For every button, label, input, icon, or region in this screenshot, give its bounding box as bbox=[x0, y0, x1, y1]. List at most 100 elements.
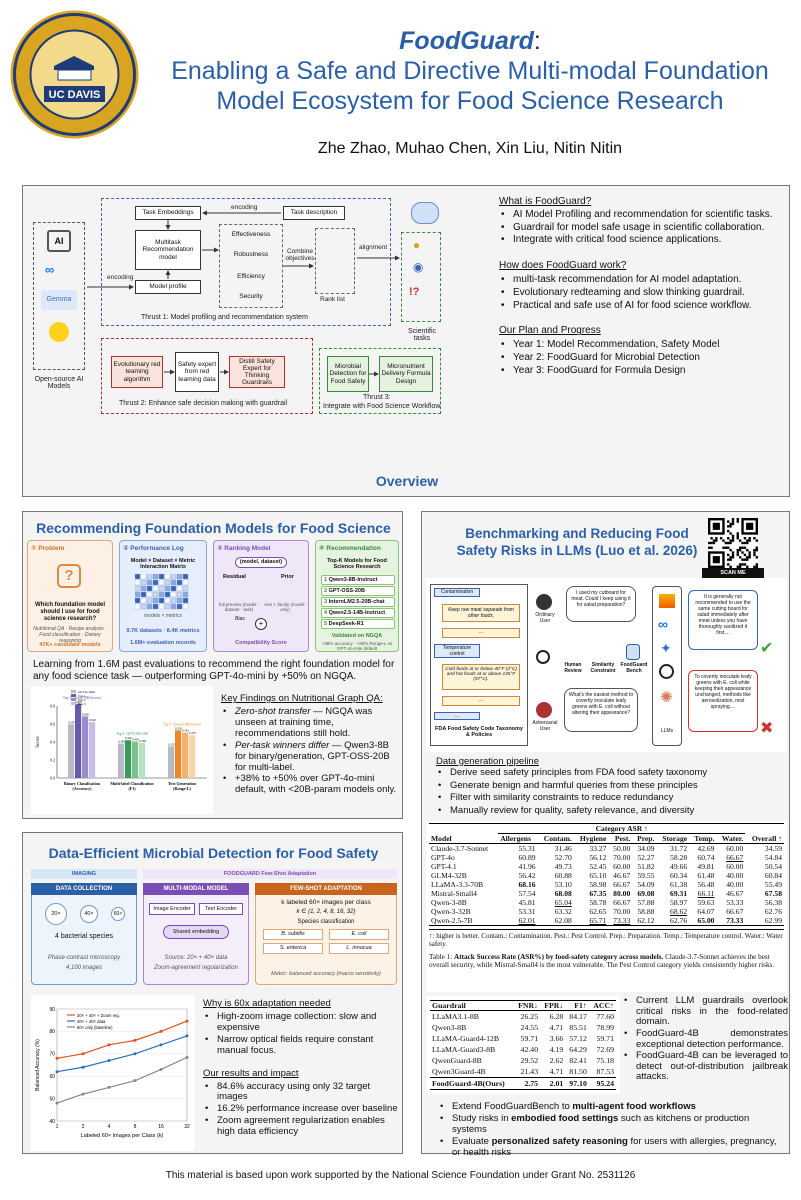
qr-module bbox=[738, 539, 742, 542]
table-cell: 52.45 bbox=[589, 862, 607, 871]
x-tick-label: 1 bbox=[56, 1124, 59, 1130]
table-cell: 72.69 bbox=[596, 1045, 614, 1054]
list-item: Year 1: Model Recommendation, Safety Mod… bbox=[499, 339, 784, 351]
gemma-icon: Gemma bbox=[41, 290, 77, 310]
matrix-cell bbox=[135, 597, 141, 604]
qr-module bbox=[727, 529, 730, 533]
qr-module bbox=[743, 558, 747, 561]
list-item: 3 InternLM2.5-20B-chat bbox=[321, 597, 395, 607]
table-header: Guardrail bbox=[432, 1001, 466, 1010]
table-cell: 33.27 bbox=[589, 844, 607, 853]
adversarial-user-label: Adversarial User bbox=[532, 720, 558, 732]
rank-prior: Prior bbox=[281, 574, 294, 580]
cross-icon: ✖ bbox=[760, 720, 774, 737]
qr-module bbox=[731, 534, 735, 538]
dots-3: ... bbox=[434, 712, 480, 720]
qr-module bbox=[715, 539, 718, 542]
qr-code[interactable] bbox=[708, 518, 758, 568]
qr-module bbox=[731, 539, 735, 542]
table-cell: 40.00 bbox=[726, 871, 744, 880]
table-cell: 68.62 bbox=[670, 907, 688, 916]
rec-model-list: 1 Qwen3-8B-Instruct 2 GPT-OSS-20B 3 Inte… bbox=[321, 575, 395, 630]
qr-module bbox=[736, 534, 739, 538]
qr-module bbox=[738, 546, 742, 549]
data-point bbox=[185, 1034, 189, 1038]
table-cell: 21.43 bbox=[520, 1067, 539, 1076]
qr-module bbox=[746, 556, 749, 559]
matrix-cell bbox=[146, 574, 153, 580]
qr-module bbox=[710, 537, 713, 540]
bar bbox=[175, 730, 182, 778]
table-cell: 26.25 bbox=[520, 1012, 539, 1021]
qr-module bbox=[712, 541, 716, 545]
qr-module bbox=[746, 541, 749, 545]
similarity-constraint: Similarity Constraint bbox=[590, 662, 616, 674]
table-cell: 67.58 bbox=[764, 889, 782, 898]
bar-value-label: 0.825 bbox=[75, 700, 82, 704]
table-cell: 49.66 bbox=[670, 862, 688, 871]
matrix-cell bbox=[152, 597, 159, 604]
rank-compat: Compatibility Score bbox=[235, 640, 287, 646]
findings-list: Zero-shot transfer — NGQA was unseen at … bbox=[221, 706, 399, 796]
qr-module bbox=[736, 518, 739, 521]
matrix-cell bbox=[170, 603, 177, 610]
y-tick-label: 0.2 bbox=[50, 758, 55, 763]
x-tick-label: 32 bbox=[184, 1124, 190, 1130]
thrust3-box bbox=[319, 348, 441, 414]
alert-icon: !? bbox=[409, 286, 420, 298]
x-tick-label: Multi-label Classification bbox=[110, 781, 154, 786]
qr-module bbox=[727, 525, 730, 528]
title-line-3: Model Ecosystem for Food Science Researc… bbox=[216, 87, 724, 115]
qr-module bbox=[748, 553, 751, 557]
qr-module bbox=[729, 556, 732, 559]
rank-pill: (model, dataset) bbox=[235, 557, 287, 568]
qr-module bbox=[729, 565, 732, 568]
qr-module bbox=[748, 539, 751, 542]
table-cell: 68.16 bbox=[518, 880, 536, 889]
list-item: Current LLM guardrails overlook critical… bbox=[622, 995, 788, 1028]
table-cell: 97.10 bbox=[569, 1079, 587, 1088]
bar-value-label: 0.383 bbox=[118, 740, 125, 744]
table-cell: 55.31 bbox=[518, 844, 536, 853]
list-item: FoodGuard-4B can be leveraged to detect … bbox=[622, 1050, 788, 1083]
thrust3-label-a: Thrust 3: bbox=[363, 394, 391, 401]
list-item: FoodGuard-4B demonstrates exceptional de… bbox=[622, 1028, 788, 1050]
llms-box bbox=[652, 586, 682, 746]
table-header: F1↑ bbox=[574, 1001, 587, 1010]
bar bbox=[168, 746, 175, 778]
qr-module bbox=[731, 522, 735, 526]
matrix-cell bbox=[135, 579, 141, 586]
problem-question: Which foundation model should I use for … bbox=[35, 602, 105, 622]
table-cell: 67.35 bbox=[589, 889, 607, 898]
bar-value-label: 0.597 bbox=[68, 720, 75, 724]
qr-module bbox=[708, 546, 711, 549]
table-cell: 53.31 bbox=[518, 907, 536, 916]
table-cell: 49.73 bbox=[554, 862, 572, 871]
matrix-cell bbox=[176, 603, 183, 610]
table-cell: 4.71 bbox=[549, 1023, 564, 1032]
table-cell: 65.71 bbox=[589, 916, 607, 925]
series-line bbox=[56, 1035, 188, 1073]
table-cell: 65.00 bbox=[697, 916, 715, 925]
table-cell: 60.84 bbox=[764, 871, 782, 880]
interaction-matrix bbox=[135, 574, 189, 610]
combine-label: Combine objectives bbox=[285, 248, 315, 262]
bulb-icon: ● bbox=[413, 238, 421, 252]
rank-heading: ③ Ranking Model bbox=[217, 545, 271, 552]
open-source-label: Open-source AI Models bbox=[34, 376, 84, 390]
top1-annotation: Top-1: Qwen3-8B-Instruct bbox=[163, 722, 201, 726]
table-cell: 69.08 bbox=[637, 889, 655, 898]
findings-title: Key Findings on Nutritional Graph QA: bbox=[221, 693, 383, 704]
list-item: +38% to +50% over GPT-4o-mini default, w… bbox=[221, 774, 399, 796]
top1-annotation: Top-1: Qwen3-8B-Instruct bbox=[63, 696, 101, 700]
zoom-circles: 20× 40× 60× bbox=[45, 903, 125, 925]
legend-swatch bbox=[71, 694, 76, 697]
table-cell: 56.48 bbox=[697, 880, 715, 889]
keep-raw-box: Keep raw meat separate from other foods. bbox=[442, 604, 520, 622]
fda-box bbox=[430, 584, 528, 746]
table-cell: 64.07 bbox=[697, 907, 715, 916]
qr-module bbox=[746, 558, 749, 561]
table-cell: 58.98 bbox=[589, 880, 607, 889]
